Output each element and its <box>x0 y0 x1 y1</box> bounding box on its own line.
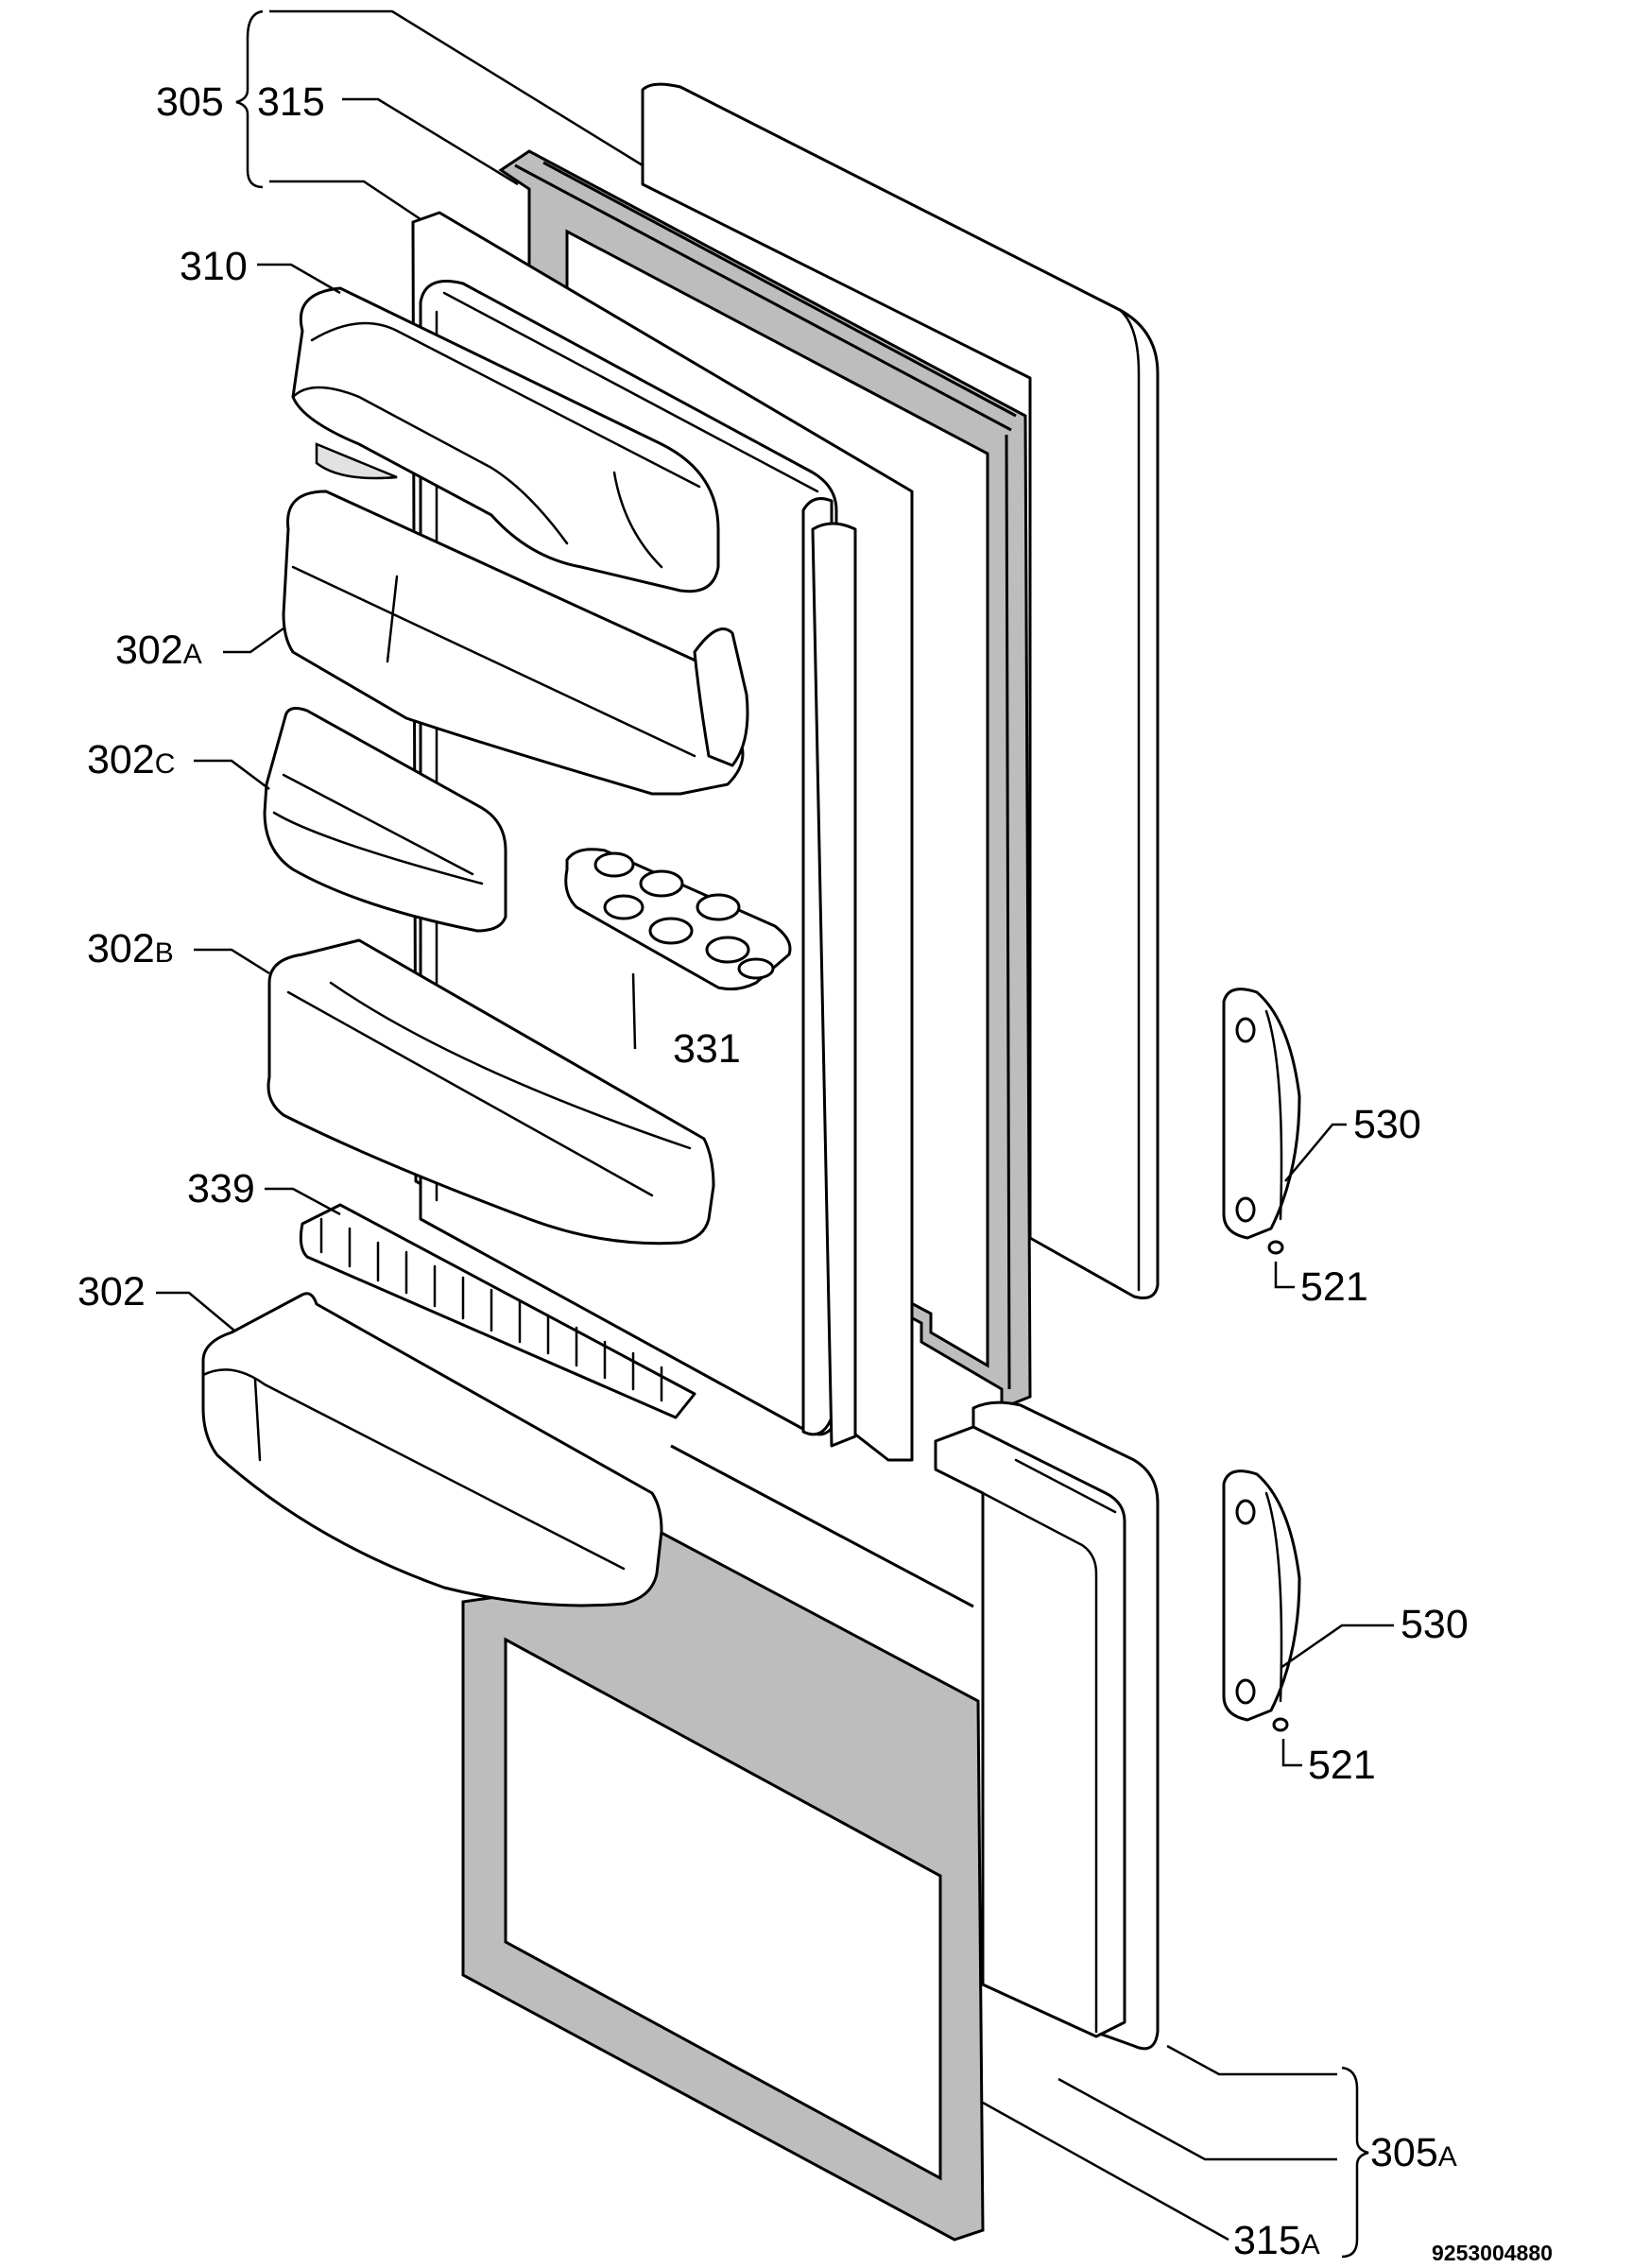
label-305: 305 <box>156 79 224 125</box>
screw-cap-upper <box>1267 1240 1284 1255</box>
label-310: 310 <box>180 244 248 289</box>
part-labels: 305 315 310 302A 302C 302B 331 339 302 5… <box>77 79 1553 2265</box>
label-530-lower: 530 <box>1401 1602 1469 1647</box>
brace-305a <box>1341 2066 1369 2259</box>
reference-code: 9253004880 <box>1432 2241 1553 2265</box>
door-shelf-302c <box>263 707 507 933</box>
label-331: 331 <box>673 1026 741 1072</box>
door-shelf-302a <box>282 490 749 796</box>
label-302b: 302B <box>87 926 174 971</box>
bottle-grille <box>299 1203 696 1419</box>
label-521-upper: 521 <box>1300 1264 1368 1310</box>
brace-305 <box>235 9 264 189</box>
label-521-lower: 521 <box>1308 1743 1376 1788</box>
screw-cap-lower <box>1272 1717 1289 1732</box>
label-339: 339 <box>187 1166 255 1211</box>
label-530-upper: 530 <box>1353 1102 1421 1147</box>
label-302a: 302A <box>115 627 202 673</box>
lower-inner-panel <box>934 1425 1126 2038</box>
label-315: 315 <box>257 79 325 125</box>
label-302c: 302C <box>87 737 175 782</box>
bottle-shelf-302 <box>201 1292 663 1607</box>
label-315a: 315A <box>1233 2218 1320 2263</box>
handle-upper <box>1222 988 1301 1255</box>
leader-lines <box>156 9 1394 2242</box>
label-305a: 305A <box>1370 2130 1457 2175</box>
dairy-compartment <box>291 286 720 593</box>
label-302: 302 <box>77 1269 146 1314</box>
upper-door-panel <box>641 82 1160 1299</box>
door-shelf-302b <box>266 938 715 1246</box>
handle-lower <box>1222 1469 1301 1732</box>
egg-tray <box>564 848 792 991</box>
